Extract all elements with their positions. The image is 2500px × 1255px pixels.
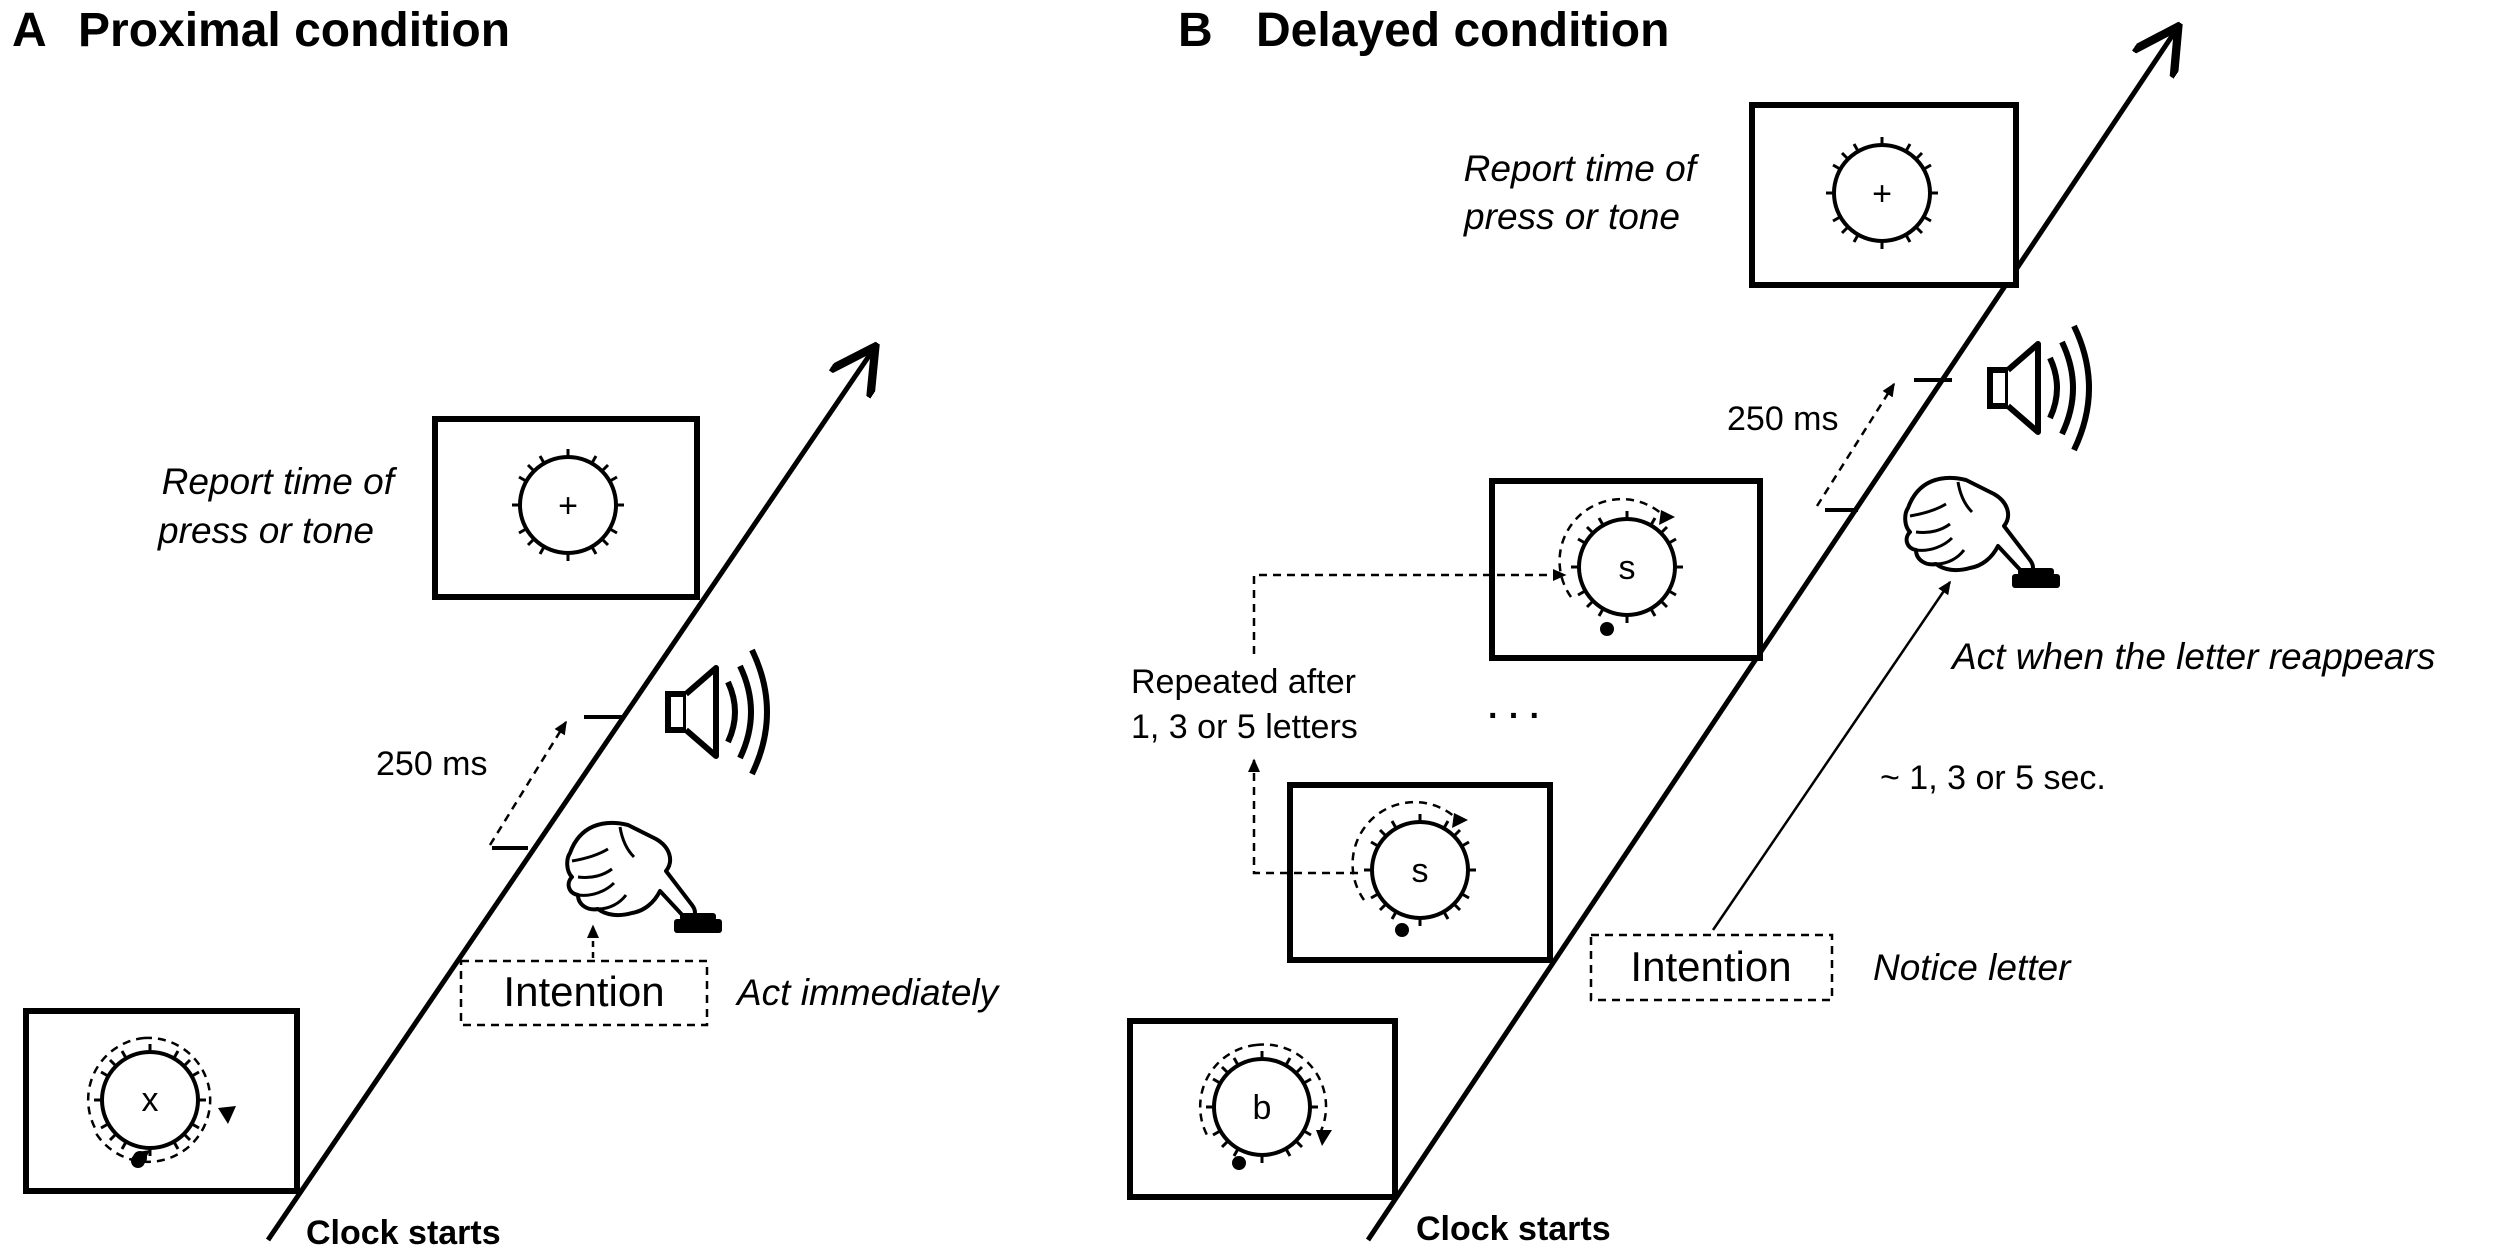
timeline-arrow-b [1365, 30, 2176, 1242]
clock-letter-s-top: s [1619, 549, 1636, 587]
clock-dot-b [1232, 1156, 1246, 1170]
clock-arrowhead-b [1316, 1130, 1332, 1146]
clock-arrowhead-s-top [1659, 510, 1675, 525]
clock-arrowhead-x [218, 1106, 236, 1124]
report-text-a-line1: Report time of [162, 461, 398, 502]
clock-dot-x [131, 1154, 145, 1168]
panel-a-title: Proximal condition [78, 4, 510, 57]
clock-dot-s-mid [1395, 923, 1409, 937]
delay-arrow-b [1815, 382, 1896, 507]
panel-a-letter: A [12, 4, 47, 57]
interval-text: ~ 1, 3 or 5 sec. [1880, 759, 2106, 797]
fixation-cross-a: + [558, 487, 578, 525]
hand-press-icon-a [565, 820, 724, 935]
clock-arrowhead-s-mid [1452, 813, 1468, 828]
intention-label-b: Intention [1630, 943, 1791, 990]
speaker-icon-a [668, 650, 767, 774]
repeat-arrow-right [1252, 569, 1567, 654]
clock-face-b [1198, 1043, 1328, 1165]
clock-letter-x: x [142, 1081, 159, 1119]
panel-a: A Proximal condition x Intention Act imm… [12, 4, 1001, 1252]
clock-starts-b: Clock starts [1416, 1210, 1611, 1248]
hand-press-icon-b [1903, 475, 2062, 590]
screen-clock-b [1127, 1018, 1398, 1200]
intention-box-a [459, 959, 709, 1027]
clock-face-s-mid [1351, 800, 1478, 928]
repeated-text-line2: 1, 3 or 5 letters [1131, 708, 1358, 746]
clock-letter-b: b [1253, 1089, 1272, 1127]
fixation-cross-b: + [1872, 175, 1892, 213]
act-when-reappears: Act when the letter reappears [1950, 636, 2435, 677]
screen-clock-s-top [1489, 478, 1763, 661]
delay-label-a: 250 ms [376, 745, 488, 783]
timeline-arrow-a [265, 350, 873, 1242]
clock-starts-a: Clock starts [306, 1214, 501, 1252]
delay-label-b: 250 ms [1727, 400, 1839, 438]
report-text-a-line2: press or tone [157, 510, 374, 551]
panel-b-title: Delayed condition [1256, 4, 1669, 57]
repeated-text-line1: Repeated after [1131, 663, 1356, 701]
intention-label-a: Intention [503, 968, 664, 1015]
repeat-arrow-up [1248, 758, 1358, 875]
ellipsis: · · · [1488, 697, 1541, 735]
clock-face-s-top [1558, 497, 1685, 625]
speaker-icon-b [1990, 326, 2089, 450]
act-immediately: Act immediately [735, 972, 1001, 1013]
panel-b: B Delayed condition b s [1127, 4, 2435, 1248]
clock-dot-s-top [1600, 622, 1614, 636]
screen-report-b [1749, 102, 2019, 288]
panel-b-letter: B [1178, 4, 1213, 57]
clock-face-report-a [510, 447, 626, 563]
notice-letter: Notice letter [1873, 947, 2072, 988]
screen-report-a [432, 416, 700, 600]
delay-arrow-a [488, 720, 568, 846]
clock-face-report-b [1824, 135, 1940, 251]
screen-clock-x [23, 1008, 300, 1194]
report-text-b-line2: press or tone [1463, 196, 1680, 237]
interval-arrow [1711, 580, 1952, 931]
report-text-b-line1: Report time of [1464, 148, 1700, 189]
intention-box-b [1589, 933, 1834, 1002]
clock-letter-s-mid: s [1412, 852, 1429, 890]
